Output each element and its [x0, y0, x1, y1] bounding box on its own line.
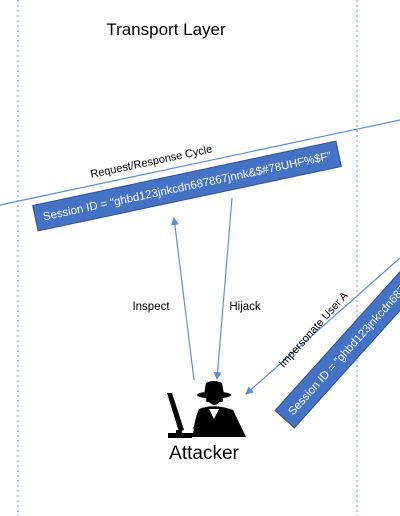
impersonate-arrow [245, 257, 400, 395]
hijack-arrow [213, 197, 233, 380]
inspect-arrow [170, 217, 195, 381]
hijack-label: Hijack [229, 301, 261, 313]
attacker-label: Attacker [169, 443, 239, 464]
transport-layer-title: Transport Layer [106, 20, 226, 39]
inspect-label: Inspect [132, 301, 170, 313]
request-response-line [0, 119, 400, 206]
hacker-at-computer-icon [167, 381, 246, 438]
